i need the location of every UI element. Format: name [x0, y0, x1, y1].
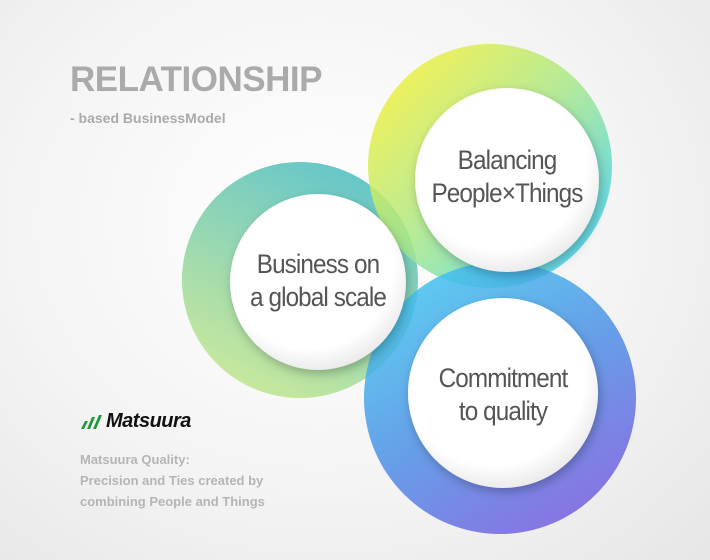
circle-line: People×Things [431, 178, 583, 208]
circle-top [415, 88, 599, 272]
description-line: Matsuura Quality: [80, 452, 190, 467]
brand-logo: Matsuura [80, 410, 191, 433]
page-subtitle: - based BusinessModel [70, 110, 226, 126]
circle-line: a global scale [249, 282, 387, 312]
brand-name: Matsuura [106, 410, 191, 432]
matsuura-logo-mark-icon [81, 414, 102, 429]
circle-line: Business on [256, 249, 380, 279]
circle-text-business: Business on a global scale [228, 248, 408, 314]
page-title: RELATIONSHIP [70, 60, 322, 99]
circle-text-quality: Commitment to quality [413, 362, 593, 428]
description-line: Precision and Ties created by [80, 473, 264, 488]
circle-line: Balancing [457, 145, 558, 175]
circle-line: Commitment [438, 363, 569, 393]
description: Matsuura Quality: Precision and Ties cre… [80, 449, 265, 512]
circle-text-balancing: Balancing People×Things [417, 144, 597, 210]
description-line: combining People and Things [80, 494, 265, 509]
circle-left [230, 194, 406, 370]
circle-line: to quality [458, 396, 548, 426]
circle-bottom [408, 298, 598, 488]
